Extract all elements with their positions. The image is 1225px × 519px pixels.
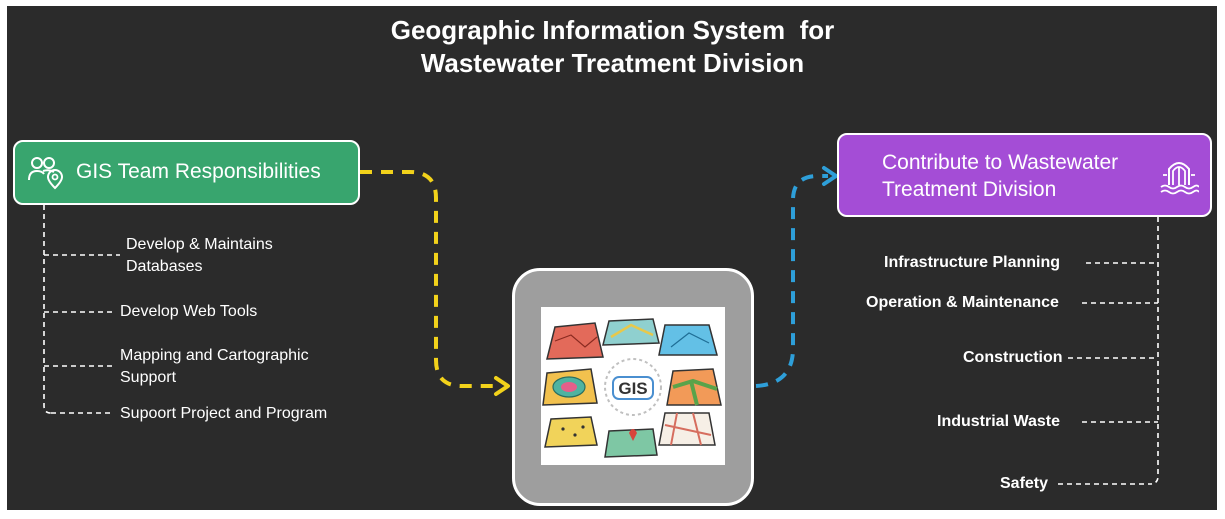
contribute-wastewater-box: Contribute to Wastewater Treatment Divis… <box>837 133 1212 217</box>
left-item-4: Supoort Project and Program <box>120 403 327 425</box>
right-item-4: Industrial Waste <box>937 413 1060 430</box>
left-item-3: Mapping and Cartographic Support <box>120 345 309 389</box>
team-location-icon <box>28 157 63 190</box>
left-box-label: GIS Team Responsibilities <box>76 160 321 183</box>
map-tile-3 <box>658 324 718 356</box>
title-line-2: Wastewater Treatment Division <box>420 48 805 78</box>
right-item-1: Infrastructure Planning <box>884 254 1061 271</box>
title-line-1: Geographic Information System for <box>390 15 835 45</box>
right-box-line-1: Contribute to Wastewater <box>882 151 1119 174</box>
left-item-4-line-1: Supoort Project and Program <box>120 405 328 422</box>
map-tile-5 <box>666 368 722 406</box>
left-item-3-line-2: Support <box>120 369 177 386</box>
gis-badge <box>612 376 654 400</box>
right-item-5: Safety <box>1000 475 1049 492</box>
map-tile-8 <box>658 412 716 446</box>
wastewater-treatment-icon <box>1160 162 1199 195</box>
right-box-line-2: Treatment Division <box>882 178 1057 201</box>
gis-maps-illustration: GIS <box>541 307 725 465</box>
map-tile-2 <box>602 318 660 346</box>
page-title: Geographic Information System for Wastew… <box>0 14 1225 80</box>
gis-team-responsibilities-box: GIS Team Responsibilities <box>13 140 360 205</box>
gis-illustration-svg: GIS <box>542 318 722 458</box>
right-item-2: Operation & Maintenance <box>866 294 1059 311</box>
right-box-label: Contribute to Wastewater Treatment Divis… <box>882 149 1118 203</box>
map-tile-6 <box>544 416 598 448</box>
map-tile-7 <box>604 428 658 458</box>
map-tile-1 <box>546 322 604 360</box>
left-item-1-line-2: Databases <box>126 258 203 275</box>
left-item-3-line-1: Mapping and Cartographic <box>120 347 309 364</box>
left-item-1: Develop & Maintains Databases <box>126 234 273 278</box>
map-tile-4 <box>542 368 598 406</box>
left-item-2-line-1: Develop Web Tools <box>120 303 258 320</box>
gis-label: GIS <box>618 379 647 398</box>
left-item-2: Develop Web Tools <box>120 301 257 323</box>
right-item-3: Construction <box>963 349 1063 366</box>
left-item-1-line-1: Develop & Maintains <box>126 236 273 253</box>
